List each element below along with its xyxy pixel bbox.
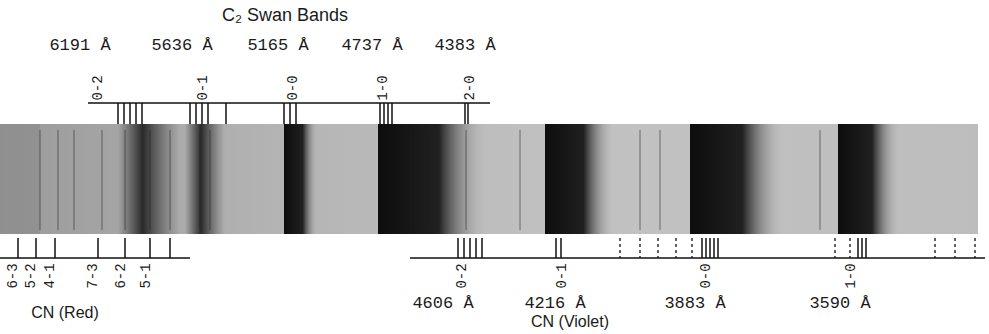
band-label: 0-0 <box>286 75 300 100</box>
band-label: 1-0 <box>844 263 858 288</box>
band-system-title: CN (Red) <box>31 305 99 321</box>
wavelength-label: 5165 Å <box>247 37 308 54</box>
band-label: 0-0 <box>699 263 713 288</box>
spectral-lines <box>40 130 820 230</box>
wavelength-label: 4606 Å <box>412 295 473 312</box>
wavelength-label: 4216 Å <box>524 295 585 312</box>
wavelength-label: 3590 Å <box>809 295 870 312</box>
band-label: 0-2 <box>91 75 105 100</box>
band-label: 0-2 <box>455 263 469 288</box>
band-markers <box>0 103 985 258</box>
band-label: 6-2 <box>114 263 128 288</box>
wavelength-label: 4737 Å <box>341 37 402 54</box>
band-label: 0-1 <box>555 263 569 288</box>
dashed-markers <box>620 238 975 258</box>
band-label: 0-1 <box>196 75 210 100</box>
band-label: 6-3 <box>6 263 20 288</box>
band-label: 1-0 <box>376 75 390 100</box>
wavelength-label: 6191 Å <box>49 37 110 54</box>
band-label: 7-3 <box>86 263 100 288</box>
spectrum-strip <box>0 124 978 234</box>
wavelength-label: 3883 Å <box>664 295 725 312</box>
band-label: 2-0 <box>463 75 477 100</box>
band-system-title: CN (Violet) <box>531 314 609 330</box>
band-label: 5-1 <box>139 263 153 288</box>
band-label: 5-2 <box>24 263 38 288</box>
wavelength-label: 4383 Å <box>434 37 495 54</box>
wavelength-label: 5636 Å <box>151 37 212 54</box>
spectral-bands <box>0 124 900 234</box>
band-label: 4-1 <box>43 263 57 288</box>
band-system-title: C₂ Swan Bands <box>222 6 348 24</box>
